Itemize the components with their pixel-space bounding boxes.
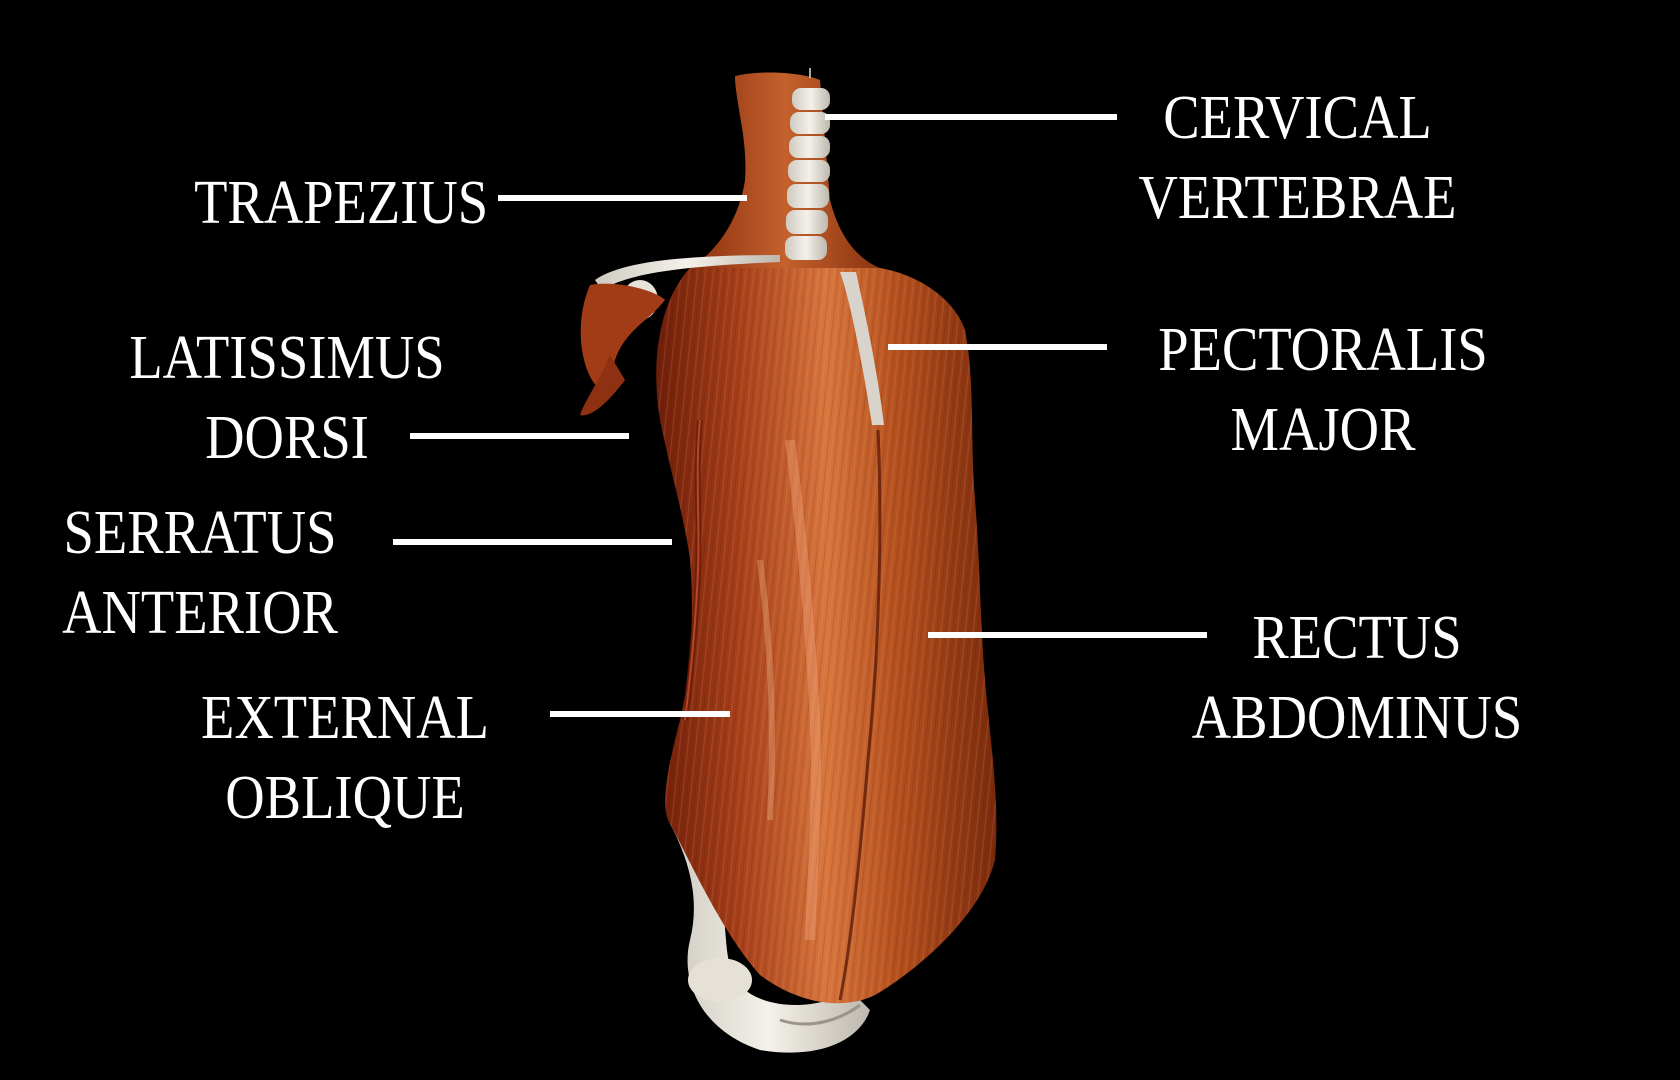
leader-line-pectoralis-major [888,344,1107,350]
label-text: MAJOR [1230,396,1416,464]
deltoid-muscle [580,283,665,387]
label-text: ABDOMINUS [1191,684,1523,752]
label-text: OBLIQUE [225,764,465,832]
leader-line-rectus-abdominus [928,632,1207,638]
label-cervical-vertebrae: CERVICAL VERTEBRAE [1124,78,1472,238]
leader-line-external-oblique [550,711,730,717]
label-serratus-anterior: SERRATUS ANTERIOR [43,493,356,653]
label-text: SERRATUS [63,499,337,567]
sternum [840,272,884,425]
label-text: EXTERNAL [201,684,489,752]
leader-line-latissimus-dorsi [410,433,629,439]
label-text: DORSI [205,404,369,472]
leader-line-cervical-vertebrae [825,114,1117,120]
leader-line-trapezius [498,195,747,201]
label-text: LATISSIMUS [129,324,445,392]
label-text: CERVICAL [1163,84,1432,152]
label-text: VERTEBRAE [1138,164,1457,232]
label-latissimus-dorsi: LATISSIMUS DORSI [107,318,468,478]
leader-line-serratus-anterior [393,539,672,545]
cervical-vertebrae-bones [785,68,830,260]
pelvis-bone [668,820,870,1053]
label-text: RECTUS [1252,604,1462,672]
label-text: TRAPEZIUS [193,169,488,237]
label-text: ANTERIOR [62,579,338,647]
label-pectoralis-major: PECTORALIS MAJOR [1143,310,1504,470]
label-trapezius: TRAPEZIUS [194,163,488,243]
label-text: PECTORALIS [1158,316,1488,384]
neck-muscle [690,72,880,268]
label-external-oblique: EXTERNAL OBLIQUE [182,678,508,838]
clavicle-bone [595,255,780,290]
label-rectus-abdominus: RECTUS ABDOMINUS [1177,598,1538,758]
